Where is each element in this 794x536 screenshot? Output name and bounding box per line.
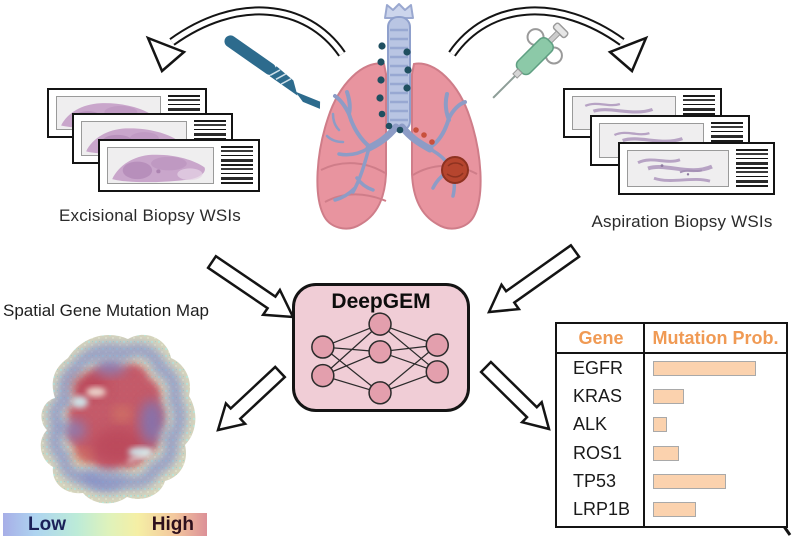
table-row: TP53: [557, 468, 786, 494]
colorbar-high-label: High: [151, 514, 194, 535]
curved-arrow-right: [448, 6, 649, 74]
curved-arrow-left: [145, 6, 346, 74]
prob-bar: [653, 502, 696, 518]
block-arrow-output-right: [479, 360, 551, 431]
block-arrow-input-left: [206, 254, 296, 319]
scalpel-icon: [224, 35, 321, 109]
deepgem-model-box: DeepGEM: [292, 283, 470, 412]
prob-bar: [653, 388, 684, 404]
gene-name: LRP1B: [573, 499, 631, 520]
prob-column-header: Mutation Prob.: [652, 328, 779, 348]
table-column-divider: [643, 324, 645, 526]
gene-mutation-table: Gene Mutation Prob. EGFR KRAS ALK ROS1 T…: [555, 322, 788, 528]
gene-column-header: Gene: [578, 328, 624, 348]
gene-name: EGFR: [573, 357, 624, 378]
gene-table-body: EGFR KRAS ALK ROS1 TP53 LRP1B: [557, 354, 786, 524]
prob-bar: [653, 417, 667, 433]
wsi-slide: [98, 139, 260, 192]
wsi-slide: [618, 142, 775, 195]
table-row: EGFR: [557, 355, 786, 381]
wsi-tissue-window: [107, 147, 214, 184]
table-row: ALK: [557, 412, 786, 438]
neural-network-icon: [311, 312, 449, 405]
gene-name: ROS1: [573, 442, 623, 463]
gene-name: ALK: [573, 414, 608, 435]
block-arrow-input-right: [486, 243, 581, 314]
table-row: ROS1: [557, 440, 786, 466]
bronchus-red-dots: [413, 127, 435, 145]
gene-name: TP53: [573, 470, 617, 491]
lymph-node-dots: [376, 42, 412, 134]
prob-bar: [653, 360, 756, 376]
gene-name: KRAS: [573, 385, 623, 406]
colorbar-low-label: Low: [28, 514, 66, 535]
map-title: Spatial Gene Mutation Map: [2, 301, 209, 320]
barcode-icon: [221, 146, 253, 185]
spatial-mutation-heatmap: [40, 334, 196, 504]
prob-bar: [653, 445, 679, 461]
barcode-icon: [736, 149, 768, 188]
aspiration-label: Aspiration Biopsy WSIs: [591, 212, 773, 231]
block-arrow-output-left: [216, 365, 287, 432]
table-row: KRAS: [557, 383, 786, 409]
prob-bar: [653, 473, 726, 489]
table-row: LRP1B: [557, 497, 786, 523]
wsi-tissue-window: [627, 150, 729, 187]
excisional-label: Excisional Biopsy WSIs: [58, 206, 241, 225]
table-header-row: Gene Mutation Prob.: [557, 324, 786, 354]
lungs-illustration-icon: [316, 3, 482, 230]
tumor-icon: [441, 156, 469, 184]
heatmap-colorbar: Low High: [3, 513, 207, 536]
model-title: DeepGEM: [331, 290, 431, 313]
